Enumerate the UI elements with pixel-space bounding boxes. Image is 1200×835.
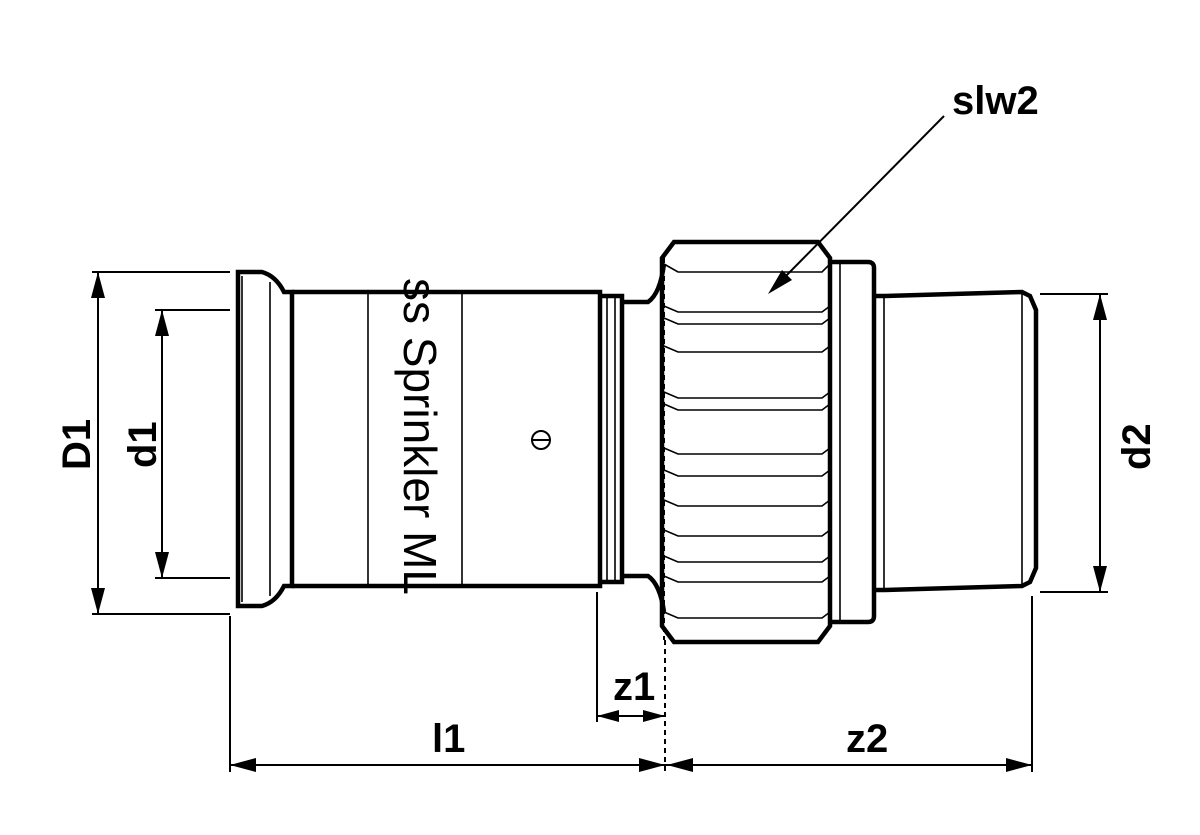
dimension-labels: slw2 D1 d1 d2 z1 l1 z2 — [55, 79, 1159, 761]
label-z1: z1 — [613, 665, 655, 709]
extension-lines — [92, 271, 1108, 772]
product-marking-text: ss Sprinkler ML — [394, 278, 446, 595]
nut-facets — [663, 263, 831, 619]
thread-body — [874, 289, 1039, 593]
label-l1: l1 — [432, 717, 465, 761]
label-slw2: slw2 — [952, 79, 1039, 123]
nut-outline — [659, 239, 833, 645]
threaded-end — [874, 289, 1039, 593]
label-d2: d2 — [1115, 423, 1159, 470]
nut-collar — [830, 259, 877, 625]
label-d1: d1 — [121, 421, 165, 468]
press-flange — [235, 269, 295, 609]
dimension-lines — [91, 115, 1107, 772]
neck — [622, 263, 667, 613]
fitting-body: ss Sprinkler ML — [235, 263, 667, 613]
groove-ring — [600, 293, 625, 585]
press-sleeve — [292, 289, 603, 589]
label-z2: z2 — [846, 717, 888, 761]
label-D1: D1 — [55, 419, 99, 470]
union-nut — [659, 239, 877, 645]
